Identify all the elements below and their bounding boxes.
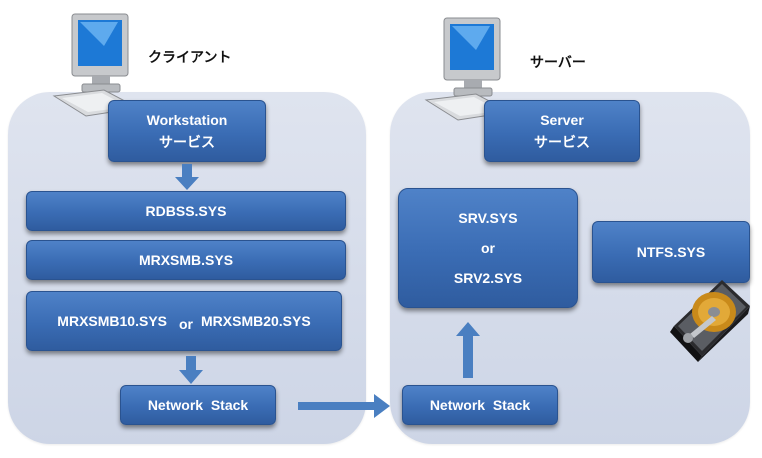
server-service-line1: Server: [540, 112, 584, 128]
arrow-down-icon: [179, 356, 203, 384]
mrxsmb20-label: MRXSMB20.SYS: [201, 313, 311, 329]
hard-disk-icon: [668, 276, 752, 364]
ntfs-box: NTFS.SYS: [592, 221, 750, 283]
server-service-line2: サービス: [534, 134, 590, 150]
arrow-right-icon: [298, 394, 390, 418]
rdbss-box: RDBSS.SYS: [26, 191, 346, 231]
arrow-up-icon: [456, 322, 480, 378]
server-network-stack-box: Network Stack: [402, 385, 558, 425]
server-title: サーバー: [530, 54, 586, 70]
srv-box: SRV.SYS or SRV2.SYS: [398, 188, 578, 308]
mrxsmb10-label: MRXSMB10.SYS: [57, 313, 167, 329]
workstation-line1: Workstation: [146, 112, 228, 128]
workstation-service-box: Workstation サービス: [108, 100, 266, 162]
server-network-stack-label: Network Stack: [429, 397, 531, 413]
client-network-stack-box: Network Stack: [120, 385, 276, 425]
mrxsmb-label: MRXSMB.SYS: [138, 252, 234, 268]
rdbss-label: RDBSS.SYS: [145, 203, 227, 219]
or-label: or: [179, 316, 193, 332]
mrxsmb-versions-box: MRXSMB10.SYS or MRXSMB20.SYS: [26, 291, 342, 351]
client-title: クライアント: [148, 49, 232, 65]
srv-or-label: or: [481, 240, 495, 256]
srv-label: SRV.SYS: [458, 210, 518, 226]
mrxsmb-box: MRXSMB.SYS: [26, 240, 346, 280]
server-service-box: Server サービス: [484, 100, 640, 162]
srv2-label: SRV2.SYS: [453, 270, 523, 286]
client-network-stack-label: Network Stack: [147, 397, 249, 413]
arrow-down-icon: [175, 164, 199, 190]
workstation-line2: サービス: [159, 134, 215, 150]
computer-icon: [52, 12, 142, 122]
ntfs-label: NTFS.SYS: [636, 244, 706, 260]
